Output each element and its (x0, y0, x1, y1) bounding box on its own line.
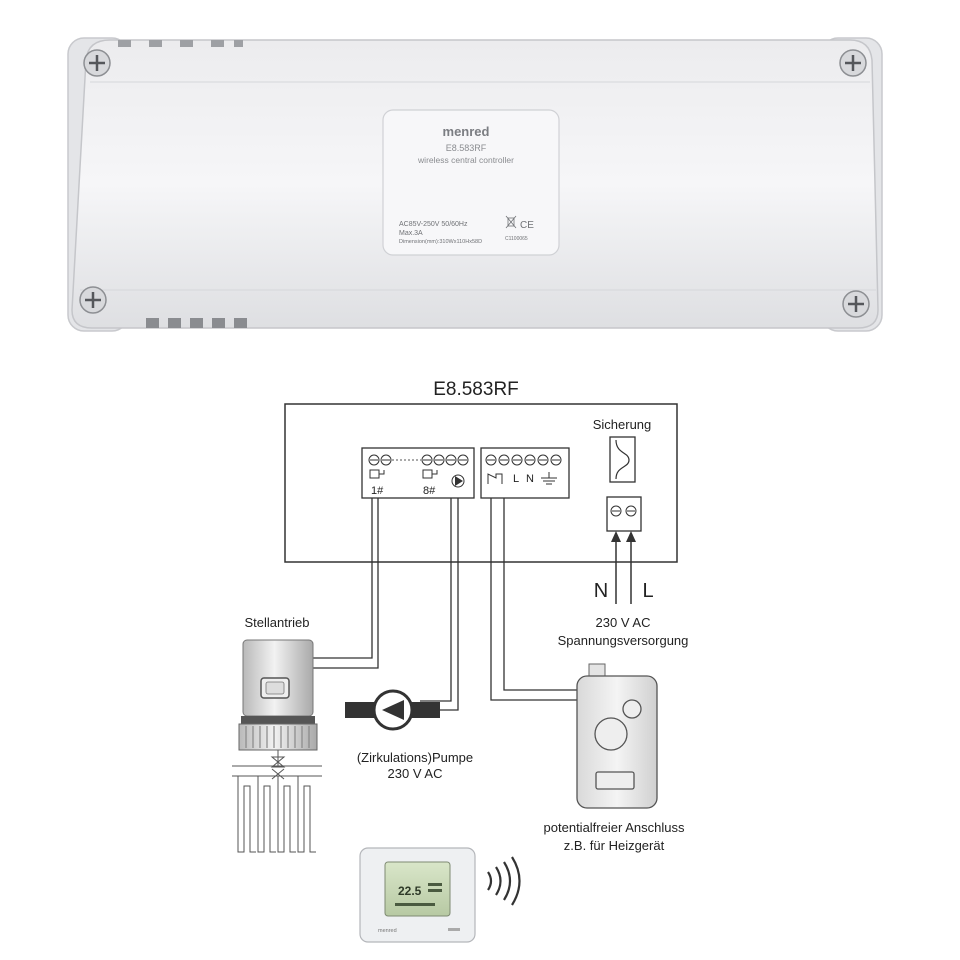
label-cert-code: C1100065 (505, 236, 528, 242)
label-ce-mark: CE (520, 220, 534, 231)
terminal-live: L (513, 473, 519, 485)
screw-icon (842, 290, 870, 318)
zone-terminal-block: 1# 8# (361, 447, 475, 499)
waste-bin-icon (505, 215, 517, 229)
supply-live-label: L (642, 580, 653, 602)
product-label (382, 109, 560, 256)
terminal-zone-last: 8# (423, 485, 436, 497)
pump-symbol-icon (451, 474, 465, 488)
actuator-label: Stellantrieb (244, 615, 309, 630)
boiler-sublabel: z.B. für Heizgerät (564, 838, 665, 853)
screw-icon (839, 49, 867, 77)
supply-caption: Spannungsversorgung (558, 633, 689, 648)
actuator-device (238, 639, 318, 751)
diagram-title: E8.583RF (433, 379, 519, 400)
terminal-zone-first: 1# (371, 485, 384, 497)
label-dimension: Dimension(mm):310Wx110Hx58D (399, 239, 482, 245)
label-model: E8.583RF (446, 143, 487, 153)
terminal-neutral: N (526, 473, 534, 485)
top-vents (118, 40, 243, 47)
supply-neutral-label: N (594, 580, 608, 602)
thermostat-brand: menred (378, 928, 397, 934)
supply-arrows (611, 531, 636, 604)
supply-voltage: 230 V AC (596, 615, 651, 630)
thermostat-display-value: 22.5 (398, 884, 422, 898)
pump-voltage: 230 V AC (388, 766, 443, 781)
boiler-device (576, 663, 658, 809)
actuator-symbol-icon (369, 469, 438, 479)
boiler-label: potentialfreier Anschluss (544, 820, 685, 835)
ground-icon (541, 472, 557, 485)
label-current: Max.3A (399, 230, 423, 237)
power-terminal-block: L N (480, 447, 570, 499)
thermostat-device: 22.5 menred (359, 847, 476, 943)
manifold-loops (232, 750, 322, 853)
screw-icon (79, 286, 107, 314)
bottom-vents (146, 318, 247, 328)
pump-label: (Zirkulations)Pumpe (357, 750, 473, 765)
fuse-icon (609, 436, 636, 483)
wireless-signal-icon (487, 856, 521, 906)
switch-contact-icon (487, 473, 503, 484)
label-rating: AC85V-250V 50/60Hz (399, 221, 468, 228)
product-photo: menred E8.583RF wireless central control… (67, 37, 883, 332)
pump-device (345, 689, 440, 731)
fuse-label: Sicherung (593, 417, 652, 432)
label-description: wireless central controller (417, 155, 514, 165)
label-brand: menred (443, 124, 490, 139)
supply-terminal-block (606, 496, 642, 532)
screw-icon (83, 49, 111, 77)
